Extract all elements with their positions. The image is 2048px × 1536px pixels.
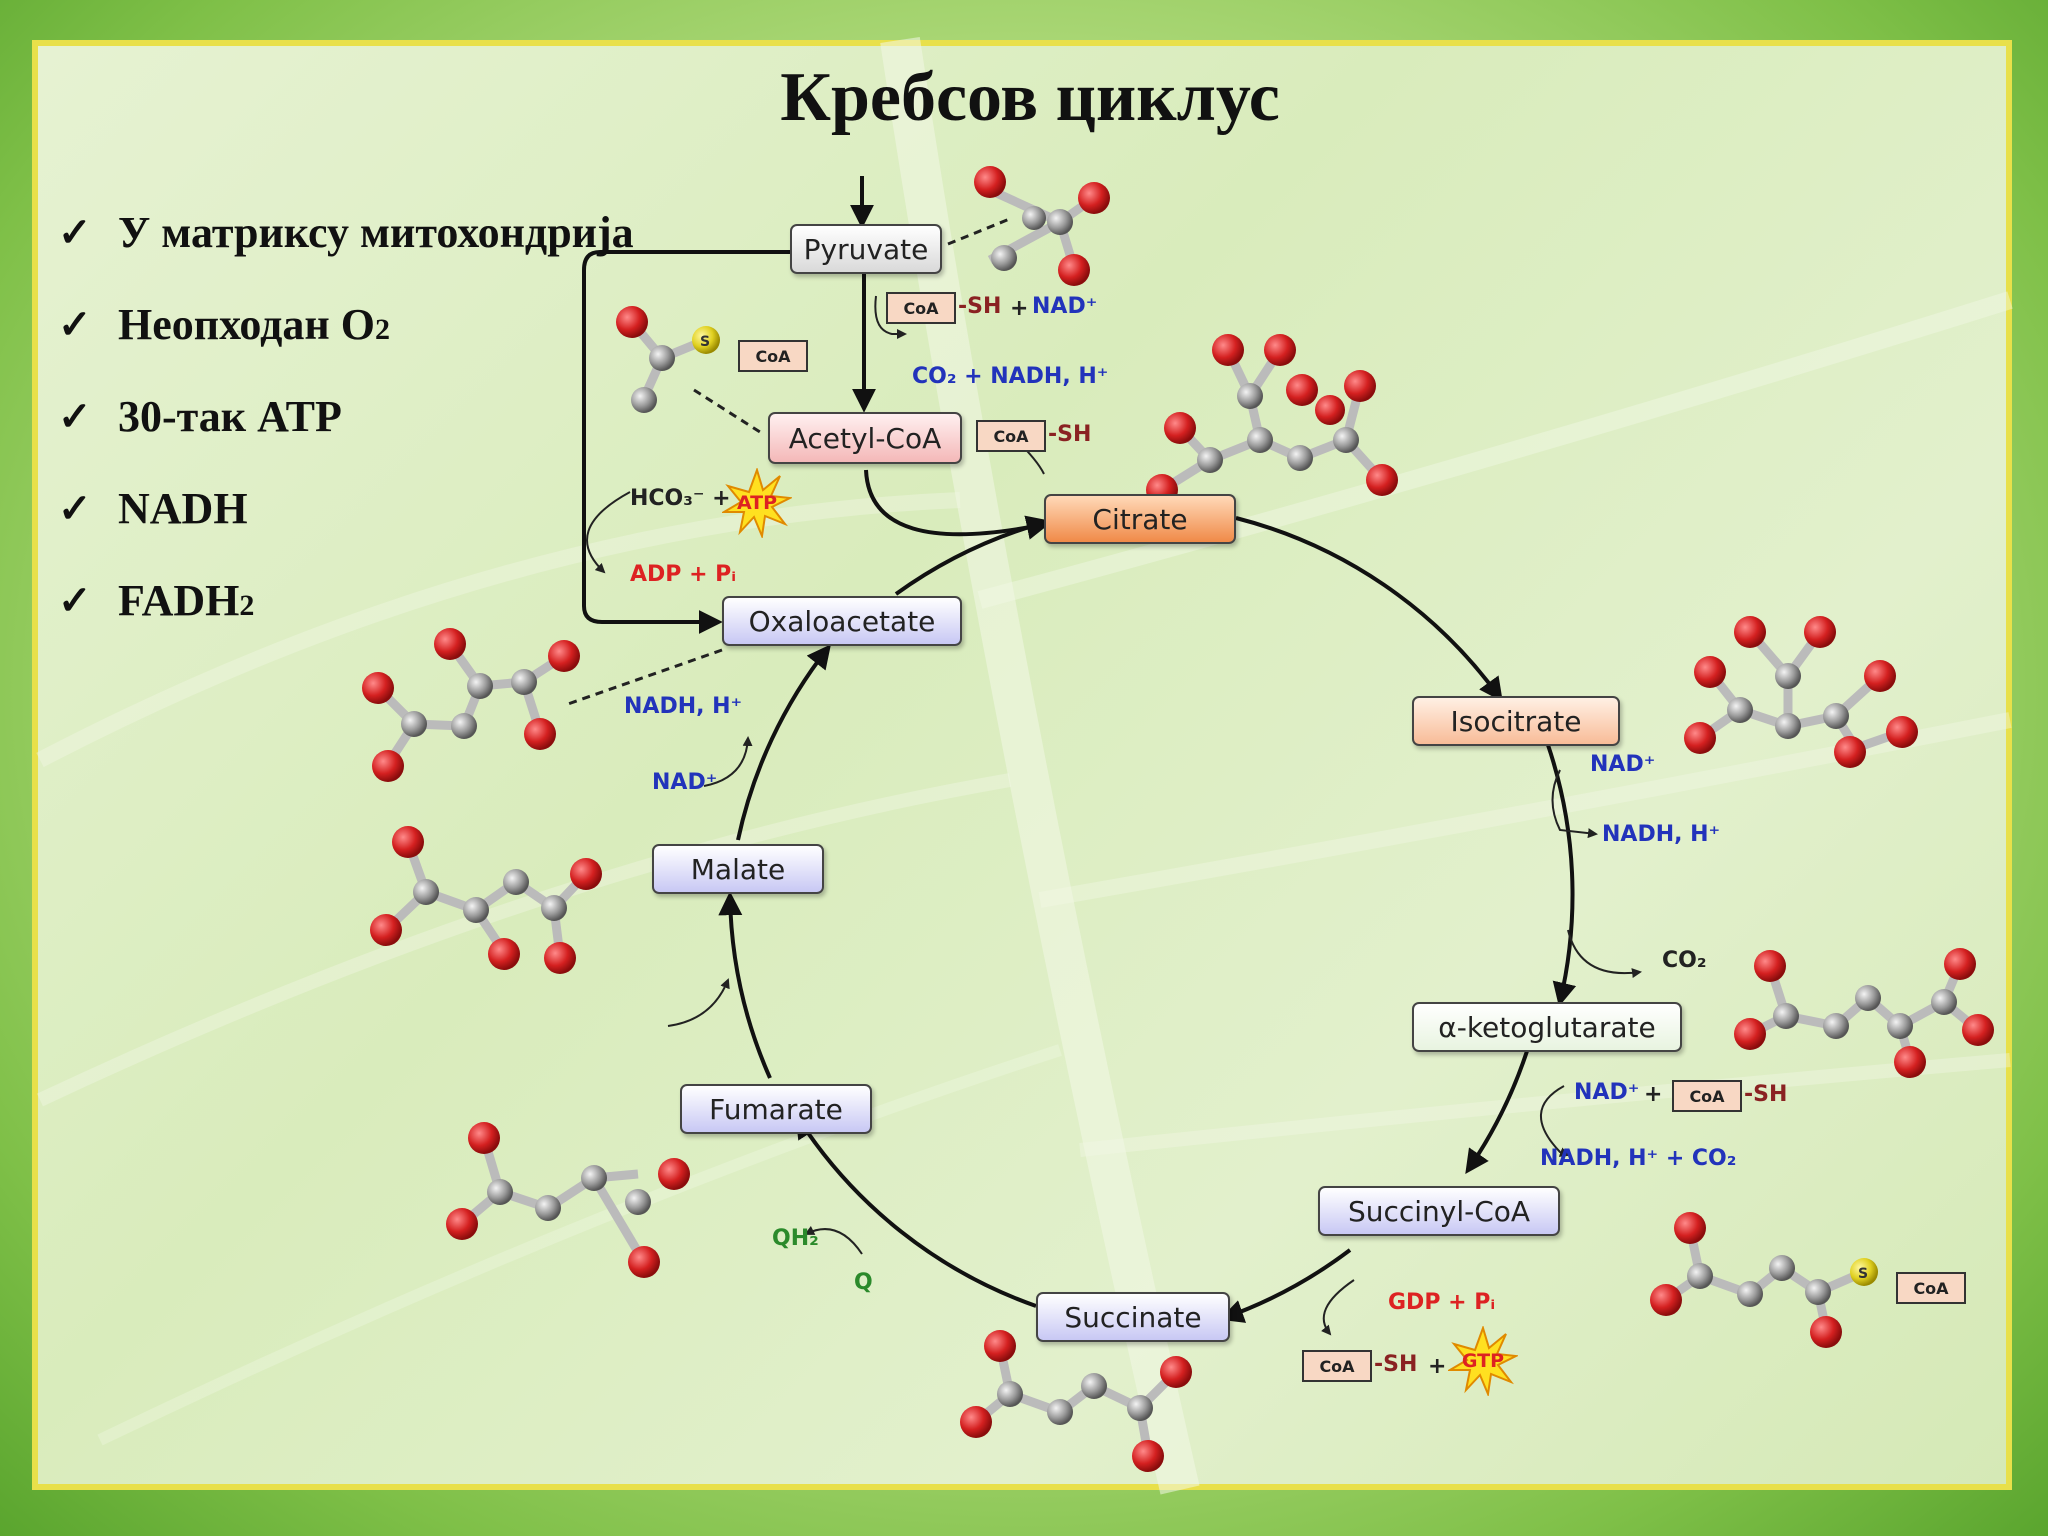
sulfur-label: S (1858, 1266, 1868, 1282)
molecule-succinate (960, 1330, 1192, 1472)
coa-box: CoA (738, 340, 808, 372)
bullet-text: NADH (118, 483, 248, 533)
molecule-succinylcoa: S (1650, 1212, 1878, 1348)
bullet-text: FADH (118, 575, 240, 625)
node-succinate: Succinate (1036, 1292, 1230, 1342)
bullet-text: Неопходан O (118, 299, 375, 349)
node-pyruvate: Pyruvate (790, 224, 942, 274)
gtp-label: GTP (1461, 1350, 1505, 1372)
co2-nadh-label: CO₂ + NADH, H⁺ (912, 364, 1109, 389)
plus-label: + (1010, 296, 1029, 321)
arrow-succinylcoa-succinate (1219, 1248, 1352, 1323)
nadh-label: NADH, H⁺ (624, 694, 743, 719)
node-acetyl-coa: Acetyl-CoA (768, 412, 962, 464)
nadh-co2-label: NADH, H⁺ + CO₂ (1540, 1146, 1737, 1171)
bullet-text: 30-так ATP (118, 391, 342, 441)
molecule-fumarate (446, 1122, 690, 1278)
adp-pi-label: ADP + Pᵢ (630, 562, 737, 587)
nad-plus-label: NAD⁺ (652, 770, 718, 795)
nad-plus-label: NAD⁺ (1590, 752, 1656, 777)
node-malate: Malate (652, 844, 824, 894)
arrow-succinate-fumarate (795, 1113, 1037, 1308)
nad-plus-label: NAD⁺ (1032, 294, 1098, 319)
atp-label: ATP (736, 492, 778, 514)
check-icon: ✓ (58, 393, 92, 439)
molecule-malate (370, 826, 602, 974)
coa-box: CoA (976, 420, 1046, 452)
check-icon: ✓ (58, 577, 92, 623)
node-citrate: Citrate (1044, 494, 1236, 544)
sh-label: -SH (1374, 1352, 1418, 1377)
bullet-item: ✓ 30-так ATP (58, 370, 634, 462)
atp-burst-icon: ATP (722, 468, 792, 538)
node-ketoglutarate: α-ketoglutarate (1412, 1002, 1682, 1052)
arrow-citrate-isocitrate (1235, 516, 1503, 702)
gdp-pi-label: GDP + Pᵢ (1388, 1290, 1496, 1315)
sh-label: -SH (1744, 1082, 1788, 1107)
molecule-isocitrate (1684, 616, 1918, 768)
node-fumarate: Fumarate (680, 1084, 872, 1134)
coa-box: CoA (886, 292, 956, 324)
nadh-label: NADH, H⁺ (1602, 822, 1721, 847)
molecule-oxaloacetate (362, 628, 580, 782)
hco3-label: HCO₃⁻ + (630, 486, 731, 511)
node-isocitrate: Isocitrate (1412, 696, 1620, 746)
nad-plus-label: NAD⁺ (1574, 1080, 1640, 1105)
plus-label: + (1428, 1354, 1447, 1379)
node-succinyl-coa: Succinyl-CoA (1318, 1186, 1560, 1236)
sulfur-label: S (700, 334, 710, 350)
arrow-ketoglutarate-succinylcoa (1465, 1047, 1530, 1174)
co2-label: CO₂ (1662, 948, 1707, 973)
arrow-malate-oxaloacetate (736, 644, 831, 841)
gtp-burst-icon: GTP (1448, 1326, 1518, 1396)
q-label: Q (854, 1270, 873, 1295)
coa-box: CoA (1896, 1272, 1966, 1304)
slide-title: Кребсов циклус (780, 59, 1280, 136)
molecule-citrate (1146, 334, 1398, 506)
qh2-label: QH₂ (772, 1226, 819, 1251)
arrow-fumarate-malate (718, 891, 772, 1079)
coa-box: CoA (1672, 1080, 1742, 1112)
molecule-ketoglutarate (1734, 948, 1994, 1078)
sh-label: -SH (1048, 422, 1092, 447)
check-icon: ✓ (58, 209, 92, 255)
bullet-subscript: 2 (239, 589, 255, 622)
check-icon: ✓ (58, 485, 92, 531)
arrow-isocitrate-ketoglutarate (1546, 744, 1577, 1007)
bullet-item: ✓ NADH (58, 462, 634, 554)
sh-label: -SH (958, 294, 1002, 319)
bullet-subscript: 2 (375, 313, 390, 346)
check-icon: ✓ (58, 301, 92, 347)
plus-label: + (1644, 1082, 1663, 1107)
arrow-pyruvate-oxaloacetate (582, 250, 796, 634)
molecule-pyruvate (974, 166, 1110, 286)
coa-box: CoA (1302, 1350, 1372, 1382)
node-oxaloacetate: Oxaloacetate (722, 596, 962, 646)
molecule-acetyl: S (616, 306, 720, 413)
arrow-acetylcoa-citrate (864, 469, 1051, 540)
bullet-text: У матриксу митохондрија (118, 207, 634, 257)
bullet-item: ✓ У матриксу митохондрија (58, 186, 634, 278)
